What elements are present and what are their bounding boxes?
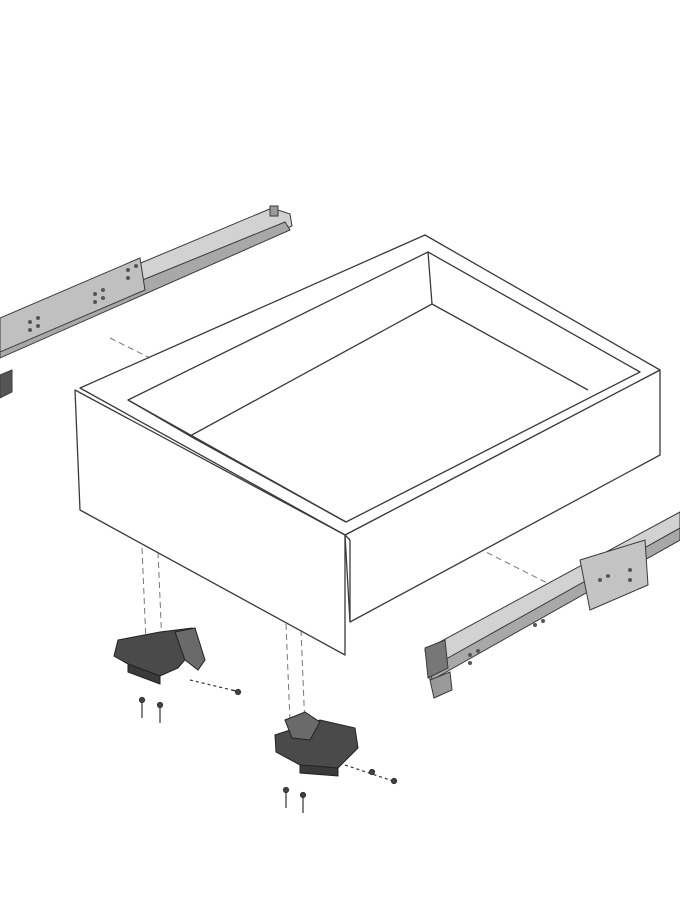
- front-locking-clip-left: [113, 627, 206, 685]
- screws: [138, 679, 398, 813]
- front-locking-clip-right: [274, 711, 359, 777]
- left-drawer-runner: [0, 205, 293, 399]
- drawer-front-panel: [74, 389, 346, 656]
- right-drawer-runner: [424, 511, 680, 699]
- drawer-box: [74, 234, 661, 656]
